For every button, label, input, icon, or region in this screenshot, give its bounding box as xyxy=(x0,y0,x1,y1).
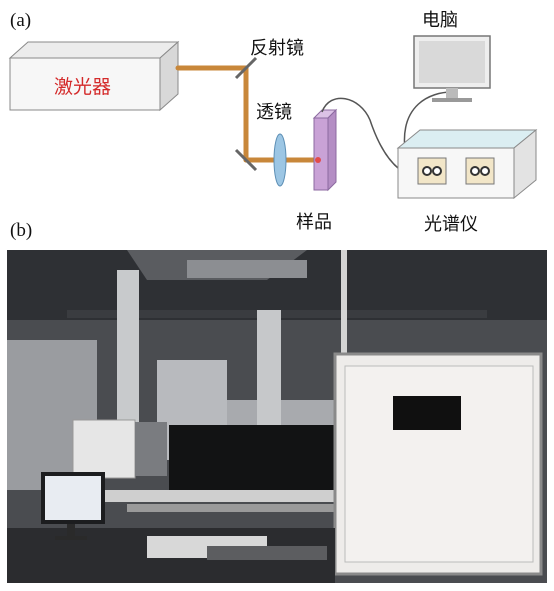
mirror-top xyxy=(234,56,258,80)
spectrometer-label: 光谱仪 xyxy=(424,214,478,235)
lens-label: 透镜 xyxy=(256,102,292,123)
computer-label: 电脑 xyxy=(422,10,458,31)
sample-label: 样品 xyxy=(296,212,332,233)
panel-a-label: (a) xyxy=(10,10,32,31)
panel-b-label: (b) xyxy=(10,220,33,241)
laser-beam xyxy=(175,65,321,163)
sample-holder xyxy=(312,108,338,192)
mirror-label: 反射镜 xyxy=(250,38,304,59)
lens-shape xyxy=(273,133,287,187)
schematic-diagram xyxy=(8,35,538,200)
spectrometer-box xyxy=(396,128,538,200)
mirror-bottom xyxy=(234,148,258,172)
laser-box xyxy=(8,40,180,112)
setup-photograph xyxy=(7,250,547,583)
computer-monitor xyxy=(413,35,491,102)
laser-label: 激光器 xyxy=(54,76,112,98)
